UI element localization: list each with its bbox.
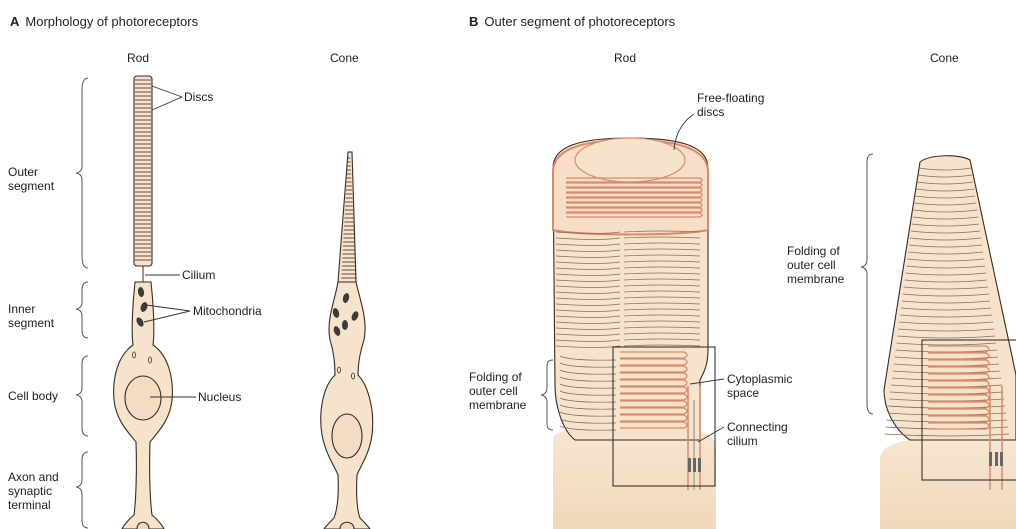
callout-cytoplasmic-space: Cytoplasmic space [727, 372, 792, 400]
label-axon-synaptic-terminal: Axon and synaptic terminal [8, 470, 59, 512]
callout-discs: Discs [184, 90, 213, 104]
region-brackets [76, 78, 88, 528]
label-inner-segment: Inner segment [8, 302, 54, 330]
panel-b-rod-header: Rod [614, 51, 636, 65]
panel-b-letter: B [469, 14, 478, 29]
callout-free-floating-discs: Free-floating discs [697, 91, 764, 119]
callout-cilium: Cilium [182, 268, 215, 282]
panel-a-title: A Morphology of photoreceptors [10, 14, 198, 29]
callout-folding-rod: Folding of outer cell membrane [469, 370, 526, 412]
label-outer-segment: Outer segment [8, 165, 54, 193]
callout-nucleus: Nucleus [198, 390, 241, 404]
panel-a-letter: A [10, 14, 19, 29]
panel-a-rod-header: Rod [127, 51, 149, 65]
cone-outer-segment-drawing [880, 156, 1016, 529]
rod-cell-drawing [114, 76, 173, 529]
callout-mitochondria: Mitochondria [193, 304, 262, 318]
cone-cell-drawing [321, 152, 373, 529]
panel-a-cone-header: Cone [330, 51, 359, 65]
panel-a-title-text: Morphology of photoreceptors [25, 14, 198, 29]
panel-b-title-text: Outer segment of photoreceptors [484, 14, 675, 29]
panel-b-title: B Outer segment of photoreceptors [469, 14, 675, 29]
callout-connecting-cilium: Connecting cilium [727, 420, 788, 448]
callout-folding-cone: Folding of outer cell membrane [787, 244, 844, 286]
panel-b-cone-header: Cone [930, 51, 959, 65]
label-cell-body: Cell body [8, 389, 58, 403]
rod-outer-segment-drawing [553, 138, 716, 529]
